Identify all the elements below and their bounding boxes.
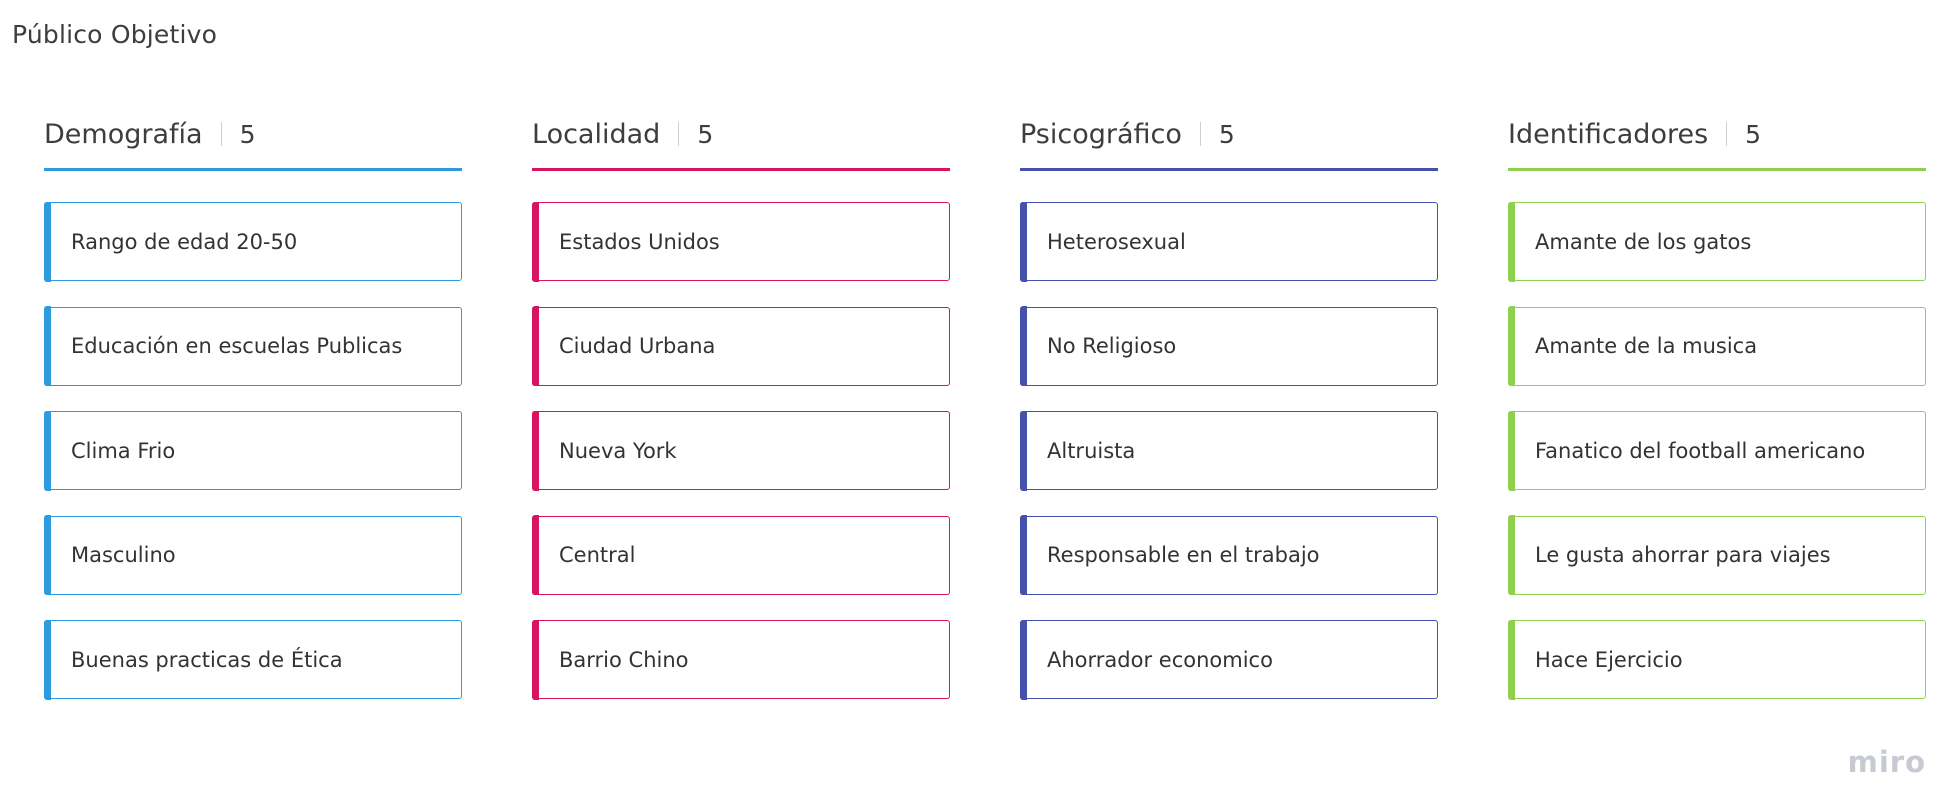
column-demografia[interactable]: Demografía 5 Rango de edad 20-50 Educaci…: [43, 98, 462, 725]
card-text: Clima Frio: [71, 438, 176, 463]
card[interactable]: Heterosexual: [1019, 201, 1438, 282]
card-count: 5: [1745, 119, 1762, 149]
card[interactable]: Fanatico del football americano: [1507, 410, 1926, 491]
card-list: Rango de edad 20-50 Educación en escuela…: [43, 201, 462, 700]
column-underline: [44, 168, 462, 171]
card-accent: [1019, 515, 1027, 595]
card-text: Amante de la musica: [1535, 334, 1758, 358]
column-underline: [532, 168, 950, 171]
card[interactable]: Educación en escuelas Publicas: [43, 306, 462, 386]
card[interactable]: Amante de los gatos: [1507, 201, 1926, 282]
card-text: Amante de los gatos: [1535, 229, 1752, 254]
column-title[interactable]: Demografía: [44, 118, 203, 150]
card[interactable]: Hace Ejercicio: [1507, 619, 1926, 700]
card-text: Ciudad Urbana: [559, 334, 716, 358]
card-text: Buenas practicas de Ética: [71, 647, 343, 672]
column-header: Demografía 5: [44, 98, 462, 170]
card[interactable]: Masculino: [43, 515, 462, 595]
card-text: Nueva York: [559, 438, 677, 463]
card-accent: [1507, 619, 1515, 700]
card-count: 5: [239, 119, 256, 149]
card-text: Hace Ejercicio: [1535, 647, 1683, 672]
card[interactable]: Buenas practicas de Ética: [43, 619, 462, 700]
card-accent: [43, 201, 51, 282]
card-accent: [1507, 515, 1515, 595]
column-underline: [1508, 168, 1926, 171]
card-accent: [43, 306, 51, 386]
card-accent: [1507, 306, 1515, 386]
column-underline: [1020, 168, 1438, 171]
card[interactable]: Rango de edad 20-50: [43, 201, 462, 282]
card-text: Barrio Chino: [559, 647, 689, 672]
card[interactable]: Clima Frio: [43, 410, 462, 491]
card-text: Rango de edad 20-50: [71, 229, 298, 254]
card-accent: [1019, 201, 1027, 282]
card-text: Le gusta ahorrar para viajes: [1535, 543, 1831, 567]
card-text: Estados Unidos: [559, 229, 720, 254]
miro-logo: miro: [1847, 745, 1926, 779]
card-text: Educación en escuelas Publicas: [71, 334, 403, 358]
card[interactable]: Central: [531, 515, 950, 595]
card-accent: [531, 410, 539, 491]
column-identificadores[interactable]: Identificadores 5 Amante de los gatos Am…: [1507, 98, 1926, 725]
column-psicografico[interactable]: Psicográfico 5 Heterosexual No Religioso…: [1019, 98, 1438, 725]
card[interactable]: Nueva York: [531, 410, 950, 491]
card-list: Heterosexual No Religioso Altruista Resp…: [1019, 201, 1438, 700]
card[interactable]: Altruista: [1019, 410, 1438, 491]
card-text: Ahorrador economico: [1047, 647, 1273, 672]
card-accent: [43, 410, 51, 491]
card-text: No Religioso: [1047, 334, 1177, 358]
card[interactable]: Amante de la musica: [1507, 306, 1926, 386]
card-count: 5: [1218, 119, 1235, 149]
card-accent: [531, 515, 539, 595]
card-accent: [1019, 619, 1027, 700]
card-text: Heterosexual: [1047, 229, 1186, 254]
column-header: Localidad 5: [532, 98, 950, 170]
header-divider: [678, 122, 680, 146]
header-divider: [1199, 122, 1201, 146]
card[interactable]: Le gusta ahorrar para viajes: [1507, 515, 1926, 595]
column-title[interactable]: Identificadores: [1508, 118, 1709, 150]
card-accent: [531, 619, 539, 700]
card-accent: [1507, 410, 1515, 491]
column-header: Identificadores 5: [1508, 98, 1926, 170]
card[interactable]: Responsable en el trabajo: [1019, 515, 1438, 595]
card-accent: [1019, 410, 1027, 491]
card-accent: [43, 515, 51, 595]
card-accent: [1507, 201, 1515, 282]
card-text: Fanatico del football americano: [1535, 438, 1866, 463]
card[interactable]: Barrio Chino: [531, 619, 950, 700]
card[interactable]: No Religioso: [1019, 306, 1438, 386]
card[interactable]: Estados Unidos: [531, 201, 950, 282]
card-accent: [1019, 306, 1027, 386]
card-accent: [43, 619, 51, 700]
card-count: 5: [697, 119, 714, 149]
card-text: Masculino: [71, 543, 176, 567]
column-localidad[interactable]: Localidad 5 Estados Unidos Ciudad Urbana…: [531, 98, 950, 725]
card-accent: [531, 201, 539, 282]
header-divider: [1726, 122, 1728, 146]
card-list: Estados Unidos Ciudad Urbana Nueva York …: [531, 201, 950, 700]
card-text: Central: [559, 543, 636, 567]
card[interactable]: Ciudad Urbana: [531, 306, 950, 386]
column-title[interactable]: Localidad: [532, 118, 661, 150]
column-header: Psicográfico 5: [1020, 98, 1438, 170]
column-title[interactable]: Psicográfico: [1020, 118, 1182, 150]
card[interactable]: Ahorrador economico: [1019, 619, 1438, 700]
card-text: Altruista: [1047, 438, 1136, 463]
board-title[interactable]: Público Objetivo: [12, 20, 218, 49]
card-list: Amante de los gatos Amante de la musica …: [1507, 201, 1926, 700]
card-text: Responsable en el trabajo: [1047, 543, 1320, 567]
card-accent: [531, 306, 539, 386]
header-divider: [220, 122, 222, 146]
